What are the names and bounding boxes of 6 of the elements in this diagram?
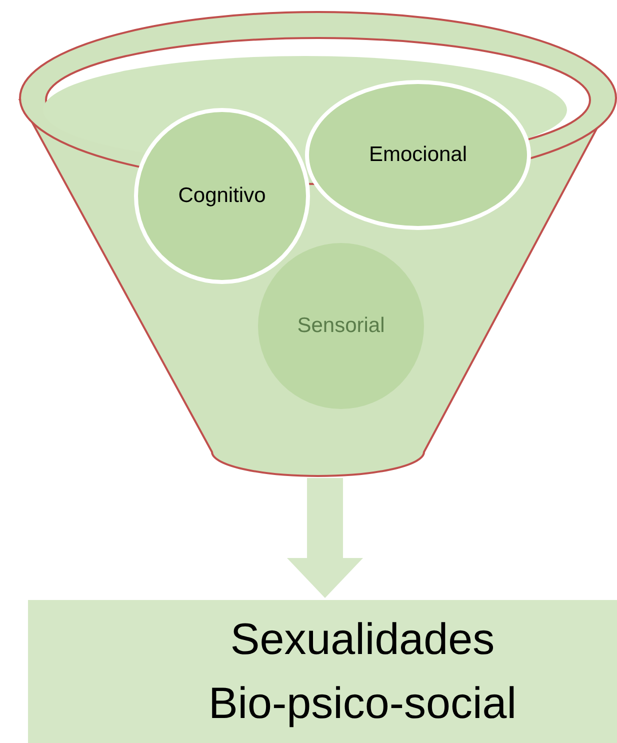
result-box [28, 600, 617, 743]
circle-label: Sensorial [297, 314, 385, 338]
result-title: Sexualidades Bio-psico-social [207, 614, 518, 730]
circle-label: Emocional [368, 143, 468, 167]
circle-label: Cognitivo [178, 184, 266, 208]
block-arrow [287, 478, 363, 598]
